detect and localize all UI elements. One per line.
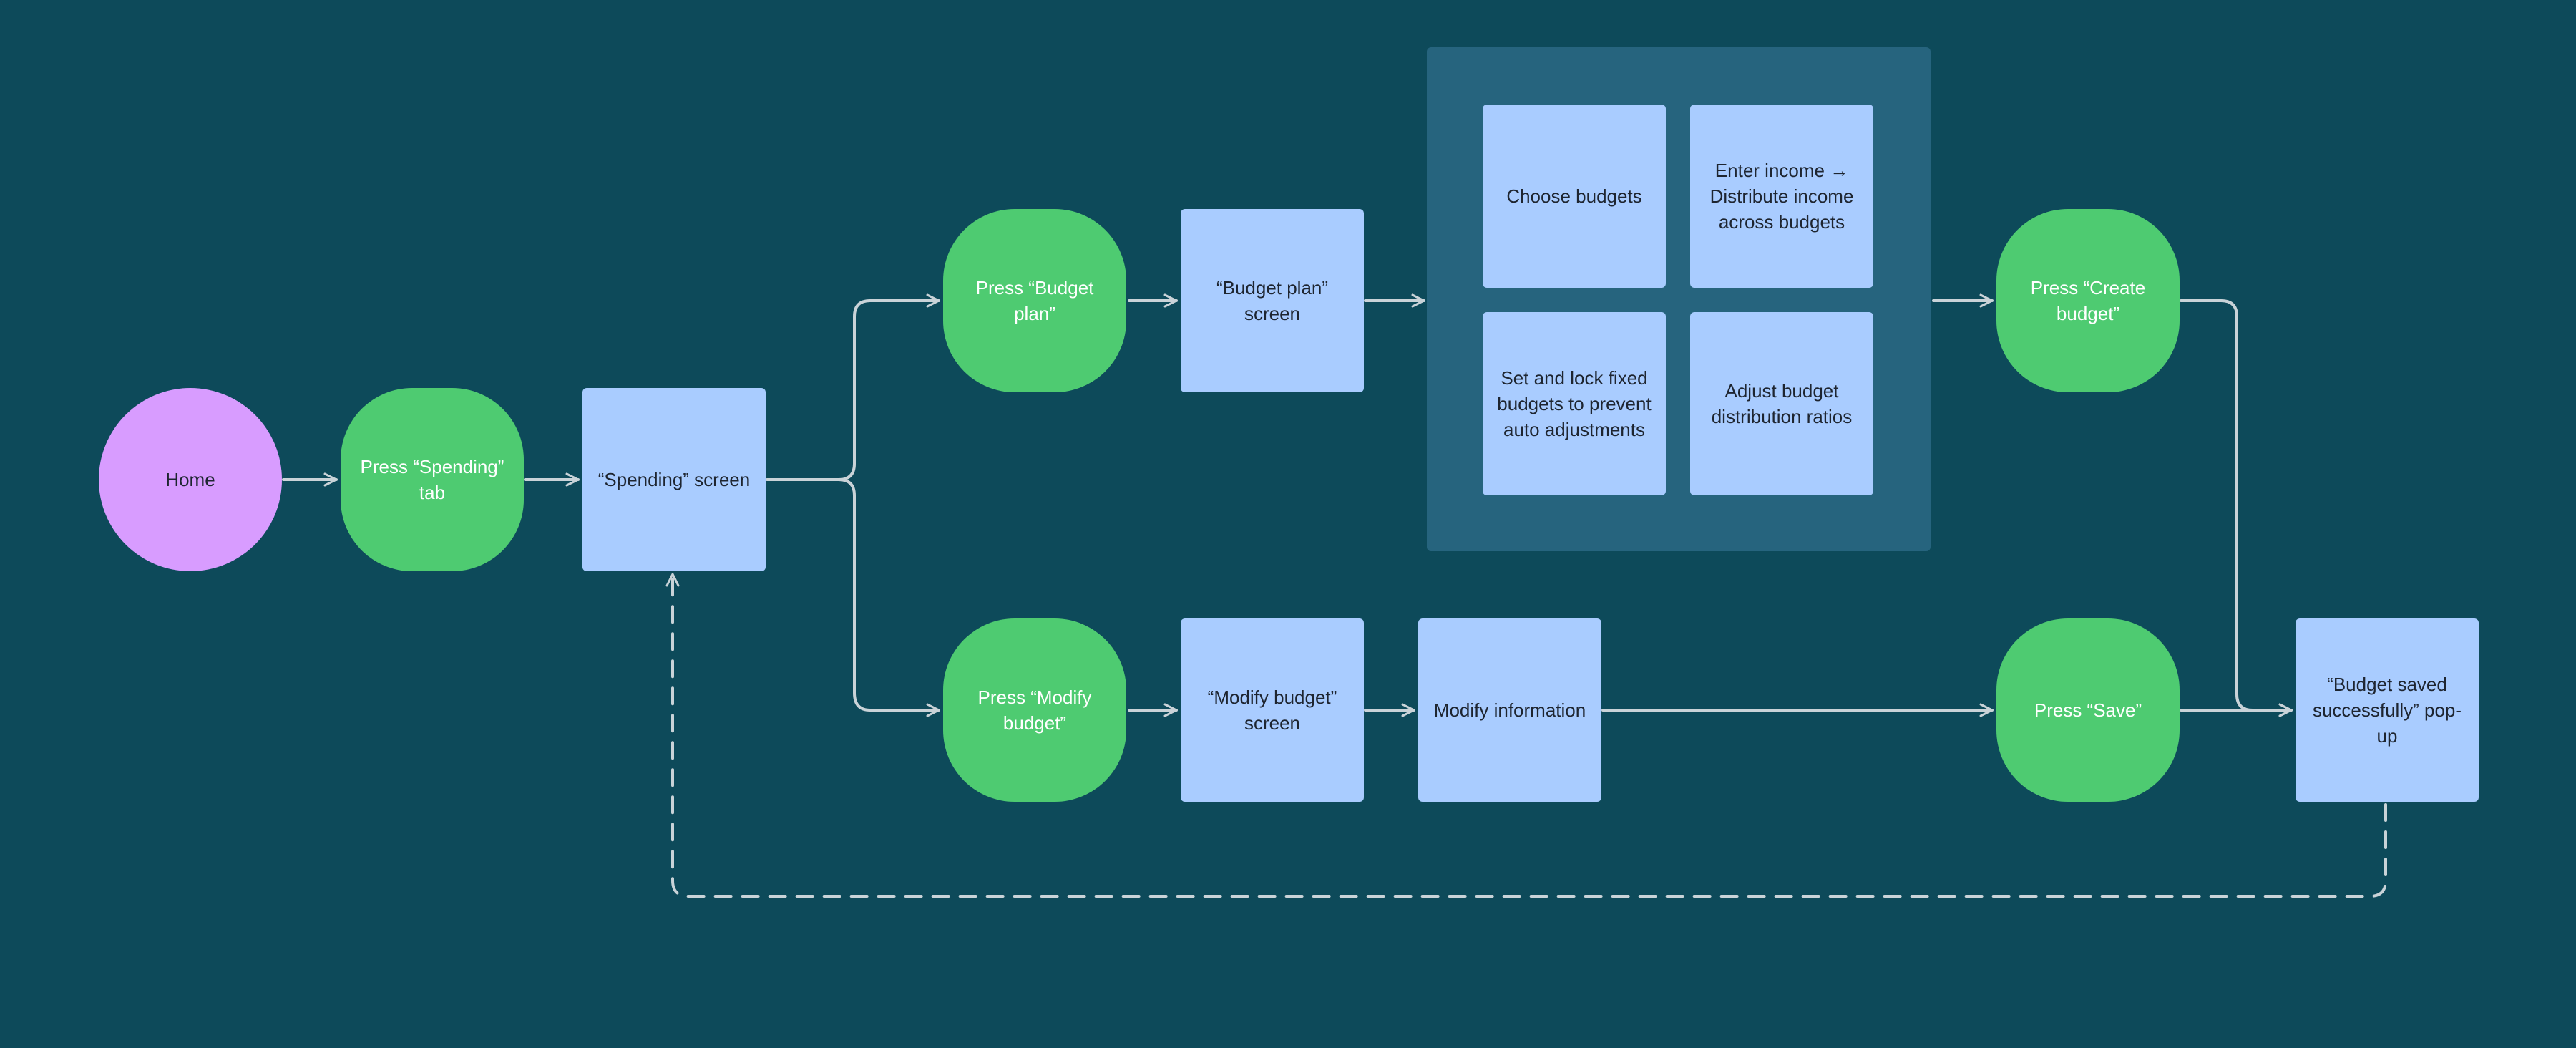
edge-spending-to-press-budget-plan: [766, 293, 940, 481]
edge-press-create-to-popup: [2180, 299, 2293, 717]
home-label: Home: [165, 469, 215, 490]
modify-information-node: Modify information: [1418, 618, 1601, 802]
modify-information-label: Modify information: [1433, 699, 1586, 721]
press-save-label: Press “Save”: [2034, 699, 2142, 721]
set-lock-budgets-node: Set and lock fixed budgets to prevent au…: [1483, 312, 1666, 495]
enter-income-label: Enter income → Distribute income across …: [1709, 160, 1854, 233]
adjust-ratios-node: Adjust budget distribution ratios: [1690, 312, 1873, 495]
set-lock-budgets-label: Set and lock fixed budgets to prevent au…: [1497, 367, 1652, 440]
press-create-budget-label: Press “Create budget”: [2030, 277, 2146, 324]
press-create-budget-node: Press “Create budget”: [1996, 209, 2180, 392]
press-budget-plan-node: Press “Budget plan”: [943, 209, 1126, 392]
press-modify-budget-node: Press “Modify budget”: [943, 618, 1126, 802]
spending-screen-node: “Spending” screen: [582, 388, 766, 571]
press-save-node: Press “Save”: [1996, 618, 2180, 802]
budget-plan-screen-label: “Budget plan” screen: [1216, 277, 1329, 324]
modify-budget-screen-node: “Modify budget” screen: [1181, 618, 1364, 802]
edge-popup-back-to-spending: [665, 573, 2387, 898]
press-budget-plan-label: Press “Budget plan”: [975, 277, 1094, 324]
modify-budget-screen-label: “Modify budget” screen: [1207, 686, 1337, 734]
budget-plan-screen-node: “Budget plan” screen: [1181, 209, 1364, 392]
budget-saved-popup-label: “Budget saved successfully” pop-up: [2312, 674, 2462, 747]
press-modify-budget-label: Press “Modify budget”: [977, 686, 1092, 734]
adjust-ratios-label: Adjust budget distribution ratios: [1711, 380, 1853, 427]
enter-income-node: Enter income → Distribute income across …: [1690, 105, 1873, 288]
spending-screen-label: “Spending” screen: [597, 469, 751, 490]
choose-budgets-label: Choose budgets: [1506, 185, 1642, 207]
budget-saved-popup-node: “Budget saved successfully” pop-up: [2296, 618, 2479, 802]
press-spending-tab-label: Press “Spending” tab: [360, 456, 504, 503]
choose-budgets-node: Choose budgets: [1483, 105, 1666, 288]
home-node: Home: [99, 388, 282, 571]
edge-spending-to-press-modify: [837, 478, 940, 717]
press-spending-tab-node: Press “Spending” tab: [341, 388, 524, 571]
